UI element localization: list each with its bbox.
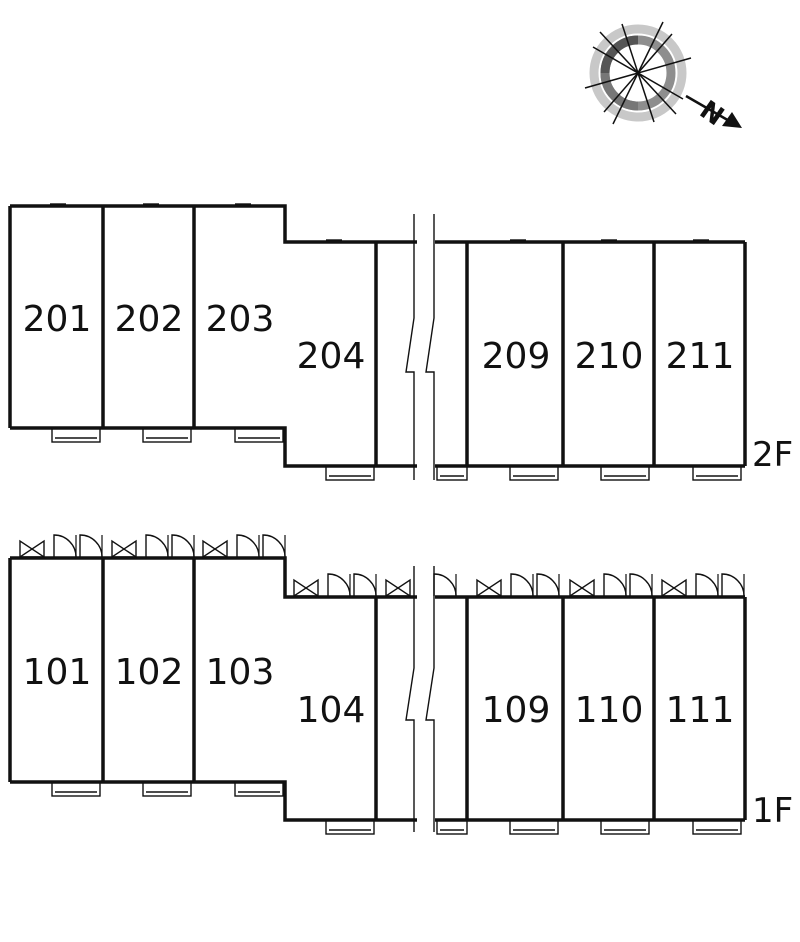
door-swing-icon [262, 534, 286, 558]
meter-box-icon [661, 578, 687, 598]
floor-1f-entrances [19, 534, 745, 598]
meter-box-icon [385, 578, 411, 598]
unit-label: 211 [666, 336, 735, 377]
floor-2f-windows [50, 203, 742, 481]
door-swing-icon [53, 534, 77, 558]
unit-label: 111 [666, 690, 735, 731]
door-swing-icon [171, 534, 195, 558]
unit-label: 110 [575, 690, 644, 731]
meter-box-icon [569, 578, 595, 598]
unit-label: 104 [297, 690, 366, 731]
door-swing-icon [510, 573, 534, 597]
meter-box-icon [111, 539, 137, 559]
unit-label: 109 [482, 690, 551, 731]
unit-label: 209 [482, 336, 551, 377]
meter-box-icon [19, 539, 45, 559]
floor-2f-units: 201 202 203 204 209 210 211 [23, 299, 735, 377]
unit-label: 201 [23, 299, 92, 340]
floor-1f-windows [51, 781, 742, 835]
floor-2f-break-line [405, 214, 435, 480]
door-swing-icon [327, 573, 351, 597]
unit-label: 210 [575, 336, 644, 377]
compass-rose-icon: N [584, 21, 742, 132]
door-swing-icon [433, 573, 457, 597]
door-swing-icon [145, 534, 169, 558]
floor-label-1f: 1F [752, 791, 793, 831]
door-swing-icon [603, 573, 627, 597]
unit-label: 204 [297, 336, 366, 377]
meter-box-icon [476, 578, 502, 598]
unit-label: 202 [115, 299, 184, 340]
door-swing-icon [721, 573, 745, 597]
unit-label: 103 [206, 652, 275, 693]
unit-label: 102 [115, 652, 184, 693]
unit-label: 101 [23, 652, 92, 693]
door-swing-icon [353, 573, 377, 597]
meter-box-icon [202, 539, 228, 559]
compass-north-label: N [694, 95, 729, 132]
door-swing-icon [536, 573, 560, 597]
floor-1f-units: 101 102 103 104 109 110 111 [23, 652, 735, 731]
meter-box-icon [293, 578, 319, 598]
floor-label-2f: 2F [752, 435, 793, 475]
unit-label: 203 [206, 299, 275, 340]
door-swing-icon [236, 534, 260, 558]
door-swing-icon [695, 573, 719, 597]
door-swing-icon [629, 573, 653, 597]
floor-1f-break-line [405, 566, 435, 832]
door-swing-icon [79, 534, 103, 558]
